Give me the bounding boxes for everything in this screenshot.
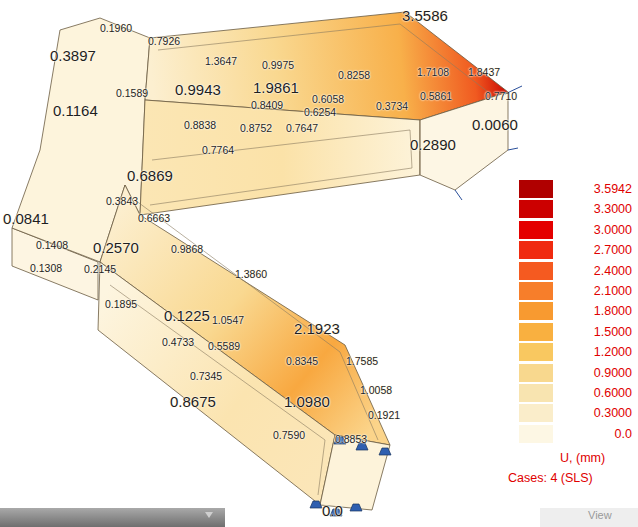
legend-swatch — [519, 262, 553, 280]
legend-value: 2.1000 — [594, 285, 632, 298]
legend-swatch — [519, 364, 553, 382]
displacement-value: 3.5586 — [402, 8, 448, 23]
displacement-value: 1.3860 — [235, 269, 267, 280]
displacement-value: 0.1225 — [164, 308, 210, 323]
displacement-value: 0.8345 — [286, 356, 318, 367]
displacement-value: 0.8675 — [170, 394, 216, 409]
legend-swatch — [519, 200, 553, 218]
displacement-value: 0.7590 — [273, 430, 305, 441]
legend-swatch — [519, 425, 553, 443]
legend-value: 0.3000 — [594, 407, 632, 420]
displacement-value: 0.0060 — [472, 117, 518, 132]
displacement-value: 0.1589 — [116, 88, 148, 99]
legend-swatch — [519, 323, 553, 341]
displacement-value: 0.1408 — [36, 240, 68, 251]
displacement-value: 0.9975 — [262, 60, 294, 71]
displacement-value: 0.0841 — [3, 211, 49, 226]
displacement-value: 0.9868 — [171, 244, 203, 255]
displacement-value: 0.1921 — [368, 410, 400, 421]
legend-value: 3.3000 — [594, 203, 632, 216]
displacement-value: 0.3734 — [376, 101, 408, 112]
legend-value: 1.2000 — [594, 346, 632, 359]
displacement-value: 1.7108 — [417, 67, 449, 78]
displacement-value: 0.4733 — [162, 337, 194, 348]
displacement-value: 0.2145 — [84, 264, 116, 275]
displacement-value: 1.0980 — [284, 394, 330, 409]
displacement-value: 0.6663 — [138, 213, 170, 224]
displacement-value: 1.7585 — [346, 356, 378, 367]
legend-value: 3.5942 — [594, 183, 632, 196]
displacement-value: 0.6058 — [312, 94, 344, 105]
displacement-value: 0.1960 — [100, 23, 132, 34]
legend-swatch — [519, 282, 553, 300]
displacement-value: 1.3647 — [205, 56, 237, 67]
legend-swatch — [519, 221, 553, 239]
legend-value: 0.6000 — [594, 387, 632, 400]
legend-swatch — [519, 302, 553, 320]
displacement-value: 1.8437 — [468, 67, 500, 78]
displacement-value: 1.9861 — [253, 80, 299, 95]
displacement-value: 0.6869 — [127, 168, 173, 183]
displacement-value: 1.0058 — [360, 385, 392, 396]
displacement-value: 0.6254 — [304, 107, 336, 118]
legend-value: 2.7000 — [594, 244, 632, 257]
displacement-value: 0.7764 — [202, 145, 234, 156]
legend-swatch — [519, 343, 553, 361]
displacement-value: 0.5589 — [208, 341, 240, 352]
legend-value: 1.8000 — [594, 305, 632, 318]
displacement-value: 1.0547 — [212, 315, 244, 326]
displacement-value: 0.8838 — [184, 120, 216, 131]
legend-swatch — [519, 404, 553, 422]
displacement-value: 0.8409 — [251, 100, 283, 111]
legend-title: Cases: 4 (SLS) — [508, 472, 593, 485]
displacement-value: 0.9943 — [175, 82, 221, 97]
displacement-value: 2.1923 — [294, 321, 340, 336]
displacement-value: 0.7647 — [286, 123, 318, 134]
displacement-value: 0.0 — [322, 503, 343, 518]
legend-value: 2.4000 — [594, 265, 632, 278]
displacement-value: 0.2570 — [93, 240, 139, 255]
legend-value: 0.9000 — [594, 367, 632, 380]
legend-swatch — [519, 384, 553, 402]
displacement-value: 0.5861 — [420, 91, 452, 102]
view-tab: View — [588, 510, 612, 521]
displacement-value: 0.7710 — [485, 91, 517, 102]
legend-swatch — [519, 241, 553, 259]
displacement-value: 0.7345 — [190, 371, 222, 382]
displacement-value: 0.3897 — [50, 48, 96, 63]
displacement-value: 0.2890 — [410, 137, 456, 152]
displacement-value: 0.1164 — [53, 103, 98, 118]
legend-swatch — [519, 180, 553, 198]
displacement-value: 0.3843 — [106, 196, 138, 207]
legend-value: 1.5000 — [594, 326, 632, 339]
displacement-value: 0.1895 — [105, 299, 137, 310]
legend-value: 0.0 — [615, 428, 632, 441]
displacement-value: 0.8853 — [335, 434, 367, 445]
displacement-value: 0.8258 — [338, 70, 370, 81]
legend-title: U, (mm) — [560, 452, 605, 465]
displacement-value: 0.8752 — [240, 123, 272, 134]
displacement-value: 0.1308 — [30, 263, 62, 274]
legend-value: 3.0000 — [594, 224, 632, 237]
displacement-value: 0.7926 — [148, 36, 180, 47]
